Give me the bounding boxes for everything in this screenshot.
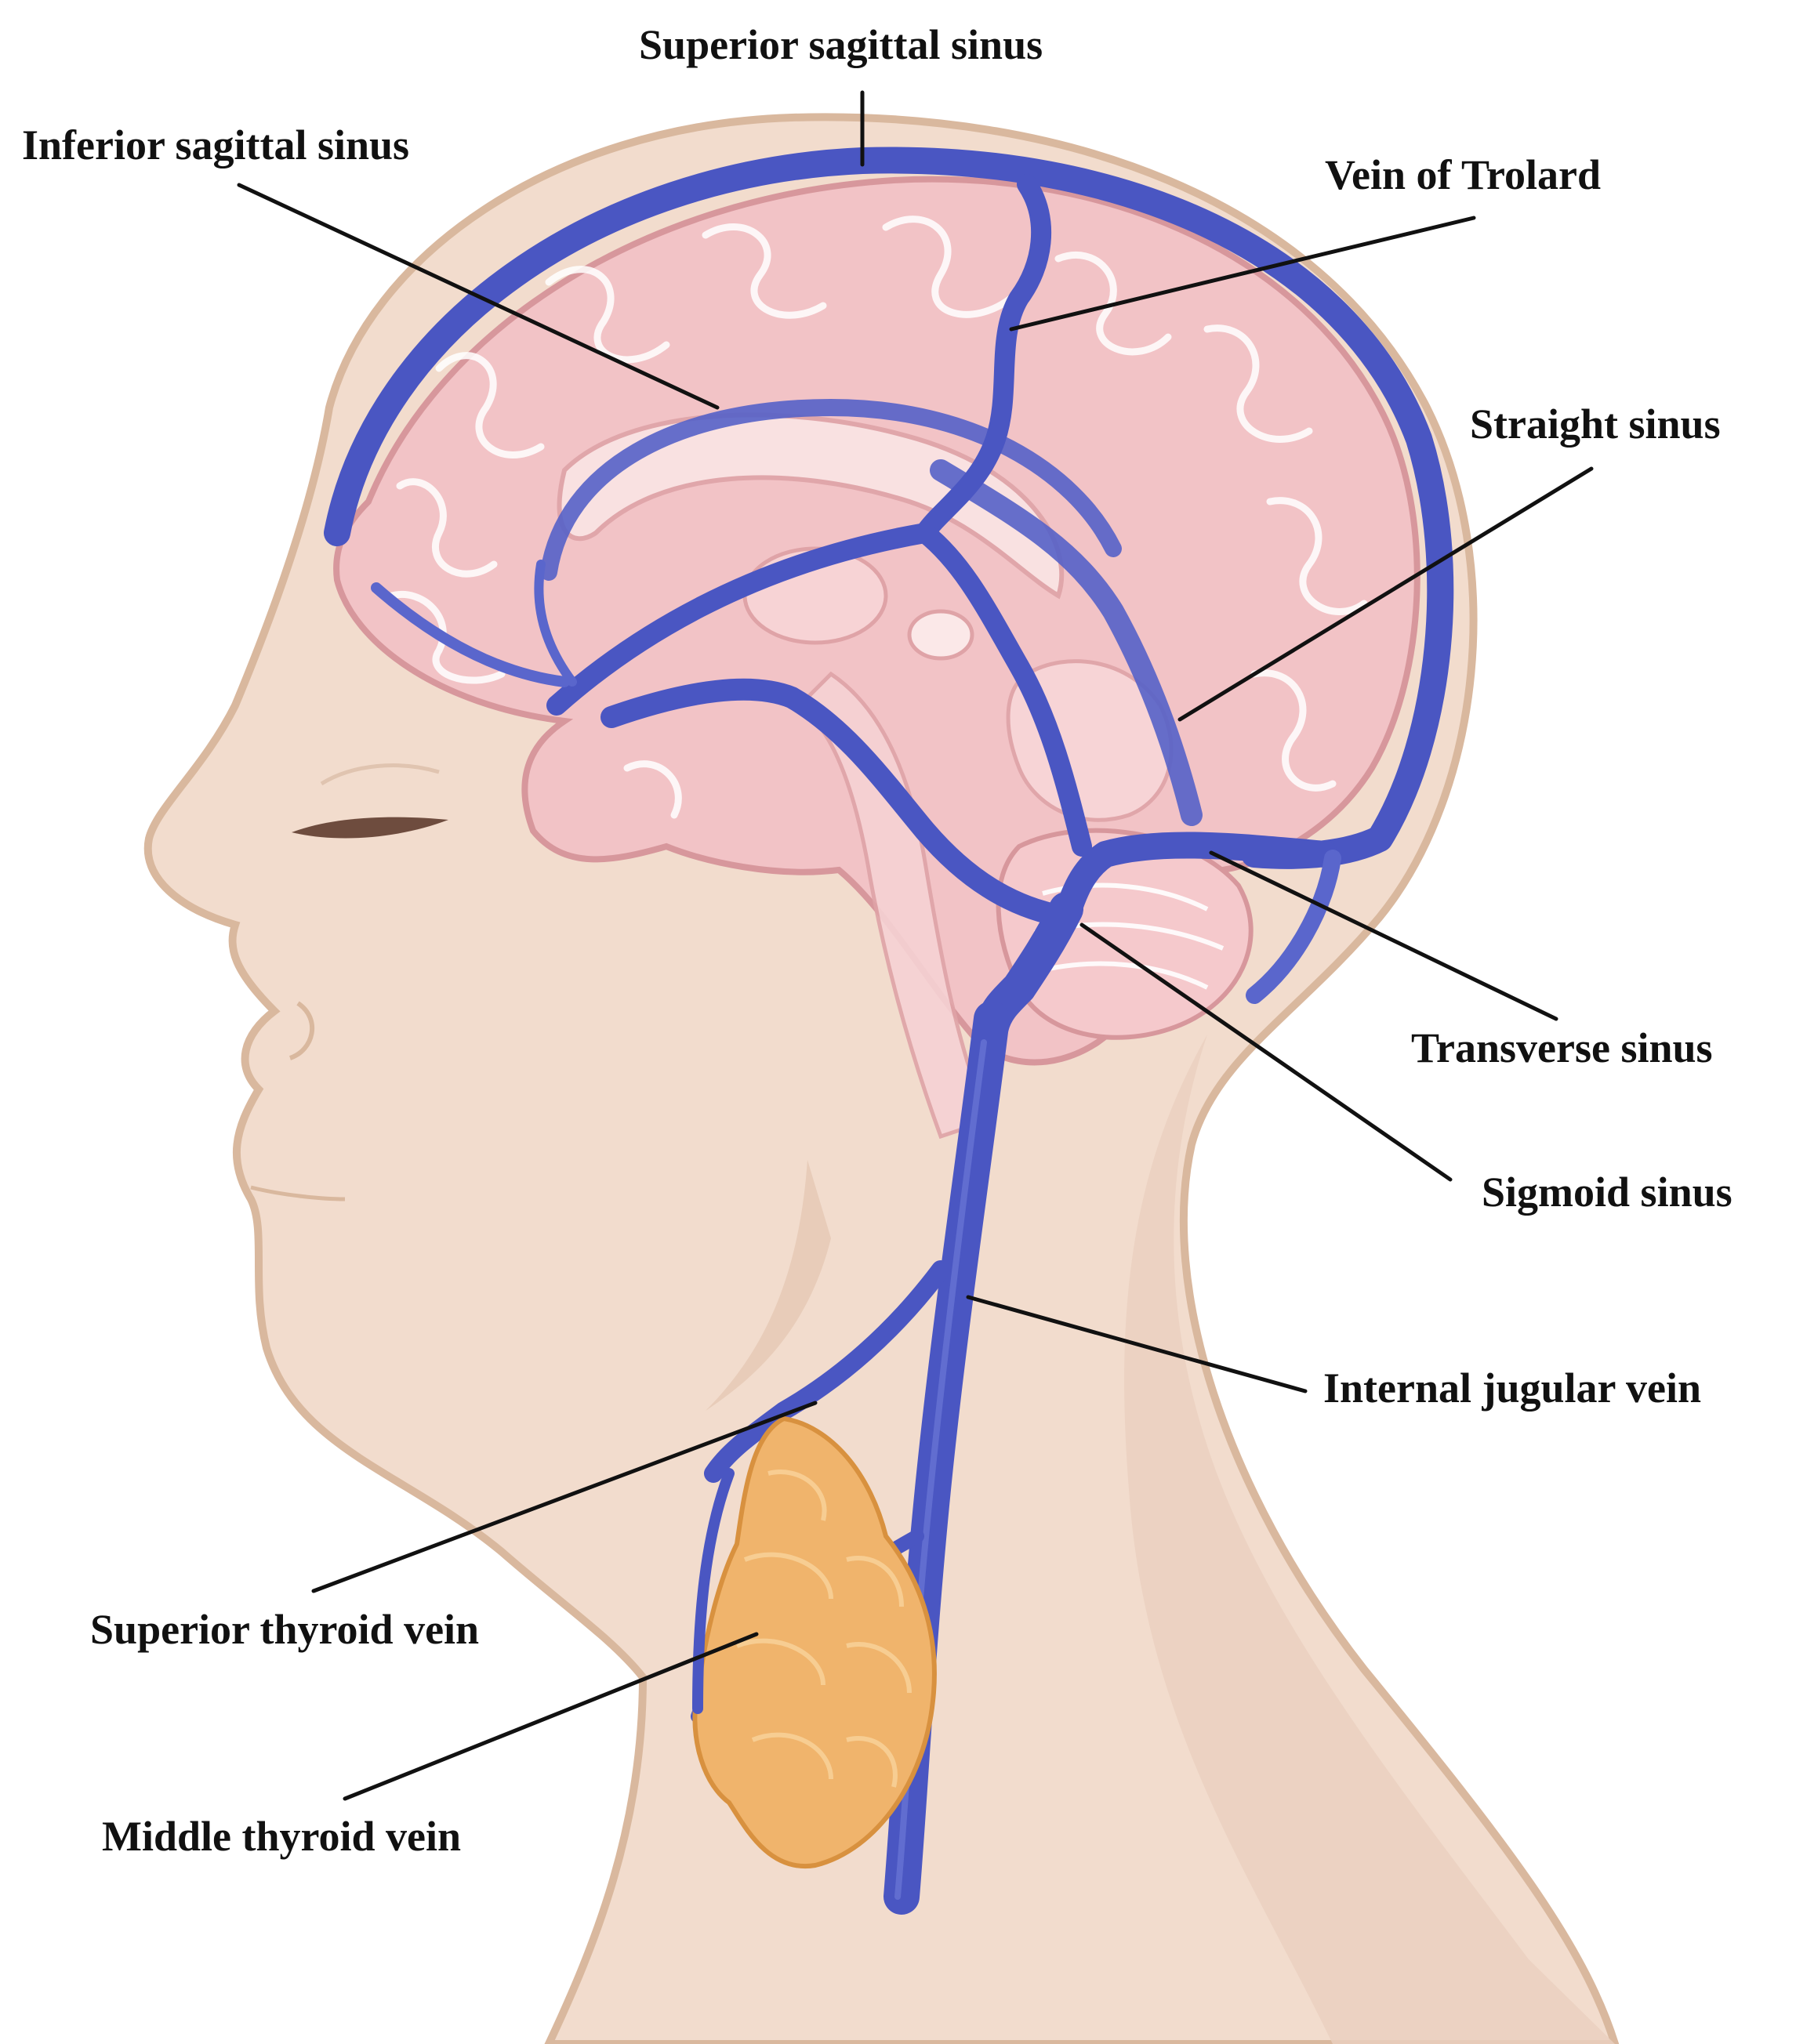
label-superior-sagittal-sinus: Superior sagittal sinus <box>639 21 1043 68</box>
leader-sup-thyroid <box>311 1401 818 1593</box>
pineal-region <box>907 609 974 661</box>
label-transverse-sinus: Transverse sinus <box>1411 1024 1713 1071</box>
leader-trolard <box>1009 216 1476 332</box>
closed-eye <box>292 817 448 839</box>
label-inferior-sagittal-sinus: Inferior sagittal sinus <box>22 121 410 169</box>
label-superior-thyroid-vein: Superior thyroid vein <box>90 1606 480 1653</box>
superior-thyroid-vein-vessel <box>704 1260 950 1483</box>
thyroid-gland <box>692 1415 937 1869</box>
leader-sigmoid <box>1079 922 1453 1182</box>
inferior-sagittal-sinus-vessel <box>540 399 1122 581</box>
superior-sagittal-sinus-vessel <box>324 147 1454 869</box>
straight-sinus-vessel <box>930 459 1203 826</box>
brain-gyri <box>388 216 1368 819</box>
thyroid-lobules <box>735 1470 912 1788</box>
label-sigmoid-sinus: Sigmoid sinus <box>1482 1169 1733 1216</box>
leader-jugular <box>966 1295 1308 1393</box>
transverse-sinus-vessel <box>1053 832 1338 930</box>
leader-straight <box>1177 466 1594 722</box>
jaw-shading <box>706 1160 831 1411</box>
neck-shading <box>1124 1035 1615 2044</box>
vein-of-trolard-vessel <box>915 174 1052 543</box>
leader-transverse <box>1209 850 1558 1021</box>
label-middle-thyroid-vein: Middle thyroid vein <box>102 1813 462 1860</box>
lips-line <box>250 1185 346 1201</box>
nostril <box>288 1001 314 1060</box>
leader-mid-thyroid <box>343 1632 759 1801</box>
label-straight-sinus: Straight sinus <box>1470 400 1721 448</box>
arbor-vitae <box>1006 659 1174 822</box>
label-vein-of-trolard: Vein of Trolard <box>1325 151 1602 198</box>
leader-lines <box>237 90 1594 1801</box>
leader-inferior-sagittal <box>237 183 720 410</box>
eyelid-crease <box>320 763 440 786</box>
label-internal-jugular-vein: Internal jugular vein <box>1323 1364 1702 1412</box>
